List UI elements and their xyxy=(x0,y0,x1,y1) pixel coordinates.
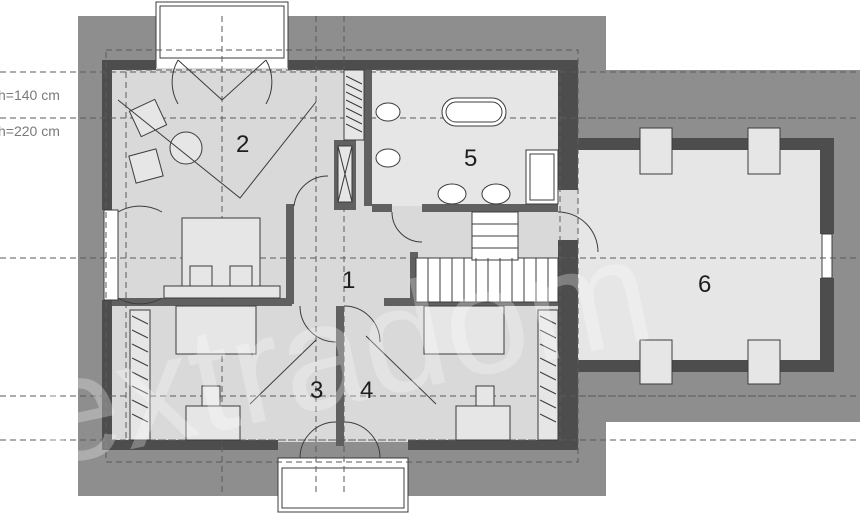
room2-furniture xyxy=(117,59,317,299)
staircase xyxy=(415,211,559,303)
room-number-2: 2 xyxy=(236,131,249,158)
room34-furniture xyxy=(175,305,511,441)
room-number-3: 3 xyxy=(310,377,323,404)
balcony-top xyxy=(155,1,289,71)
balcony-bottom xyxy=(277,457,409,513)
room-number-5: 5 xyxy=(464,145,477,172)
room-number-1: 1 xyxy=(342,267,355,294)
height-legend-low: h=140 cm xyxy=(0,87,60,103)
bathroom-fixtures xyxy=(375,97,559,205)
dormers xyxy=(639,127,781,385)
room-number-6: 6 xyxy=(698,271,711,298)
exterior-walls xyxy=(102,60,834,450)
door-swings xyxy=(117,59,599,459)
closets xyxy=(129,69,559,441)
height-legend-high: h=220 cm xyxy=(0,123,60,139)
room-number-4: 4 xyxy=(360,377,373,404)
windows xyxy=(103,209,833,301)
